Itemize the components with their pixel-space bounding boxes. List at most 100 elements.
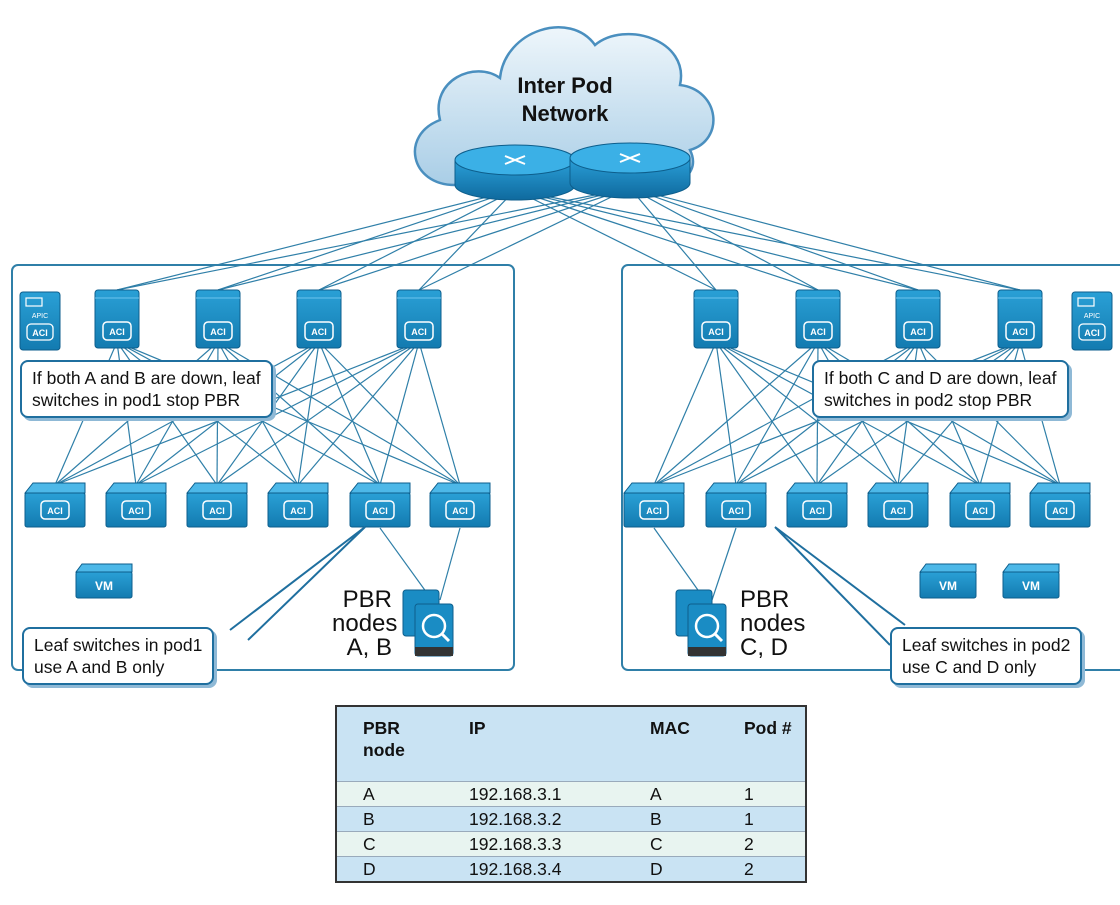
callout-pointer-pod2 — [774, 526, 906, 646]
pod2-frame — [621, 264, 1120, 671]
table-cell: 192.168.3.2 — [443, 806, 624, 832]
aci-label: ACI — [109, 327, 125, 337]
table-cell: A — [624, 781, 718, 807]
aci-label: ACI — [1052, 506, 1068, 516]
cloud-label-line1: Inter Pod — [517, 73, 613, 98]
cloud-label: Inter Pod Network — [480, 72, 650, 128]
callout-text-line: If both C and D are down, leaf — [824, 368, 1057, 388]
pbr-label-line: A, B — [346, 634, 392, 661]
table-cell: 192.168.3.1 — [443, 781, 624, 807]
column-header: PBR node — [336, 706, 443, 782]
leaf-switch: ACI — [866, 482, 929, 528]
aci-label: ACI — [708, 327, 724, 337]
aci-label: ACI — [128, 506, 144, 516]
callout-text-line: Leaf switches in pod1 — [34, 635, 203, 655]
leaf-switch: ACI — [428, 482, 491, 528]
aci-label: ACI — [372, 506, 388, 516]
table-header-row: PBR node IP MAC Pod # — [336, 706, 806, 782]
router-right — [569, 142, 691, 199]
spine-switch: ACI — [296, 289, 342, 349]
cloud-label-line2: Network — [521, 101, 609, 126]
table-cell: 192.168.3.3 — [443, 831, 624, 857]
column-header: IP — [443, 706, 624, 782]
aci-label: ACI — [1012, 327, 1028, 337]
spine-switch: ACI — [895, 289, 941, 349]
table-cell: A — [336, 781, 443, 807]
table-row: B 192.168.3.2 B 1 — [336, 806, 806, 832]
pbr-label-line: PBR — [740, 586, 790, 613]
table-cell: 1 — [718, 781, 806, 807]
pbr-node-table: PBR node IP MAC Pod # A 192.168.3.1 A 1 … — [335, 705, 807, 883]
callout-text-line: switches in pod1 stop PBR — [32, 390, 241, 410]
vm-icon: VM — [75, 563, 133, 599]
table-cell: D — [624, 856, 718, 882]
pod2-failure-callout: If both C and D are down, leaf switches … — [812, 360, 1069, 418]
spine-switch: ACI — [94, 289, 140, 349]
callout-text-line: switches in pod2 stop PBR — [824, 390, 1033, 410]
column-header: Pod # — [718, 706, 806, 782]
spine-switch: ACI — [795, 289, 841, 349]
aci-label: ACI — [411, 327, 427, 337]
pbr-label-line: nodes — [740, 610, 806, 637]
vm-icon: VM — [1002, 563, 1060, 599]
callout-text-line: Leaf switches in pod2 — [902, 635, 1071, 655]
pbr-label-line: PBR — [342, 586, 392, 613]
leaf-switch: ACI — [23, 482, 86, 528]
pod1-pbr-label: PBR nodes A, B — [332, 586, 398, 661]
vm-label: VM — [939, 579, 957, 593]
column-header: MAC — [624, 706, 718, 782]
pbr-firewall-icon-pod2 — [675, 589, 727, 657]
aci-label: ACI — [810, 327, 826, 337]
leaf-switch: ACI — [785, 482, 848, 528]
leaf-switch: ACI — [704, 482, 767, 528]
aci-label: ACI — [890, 506, 906, 516]
spine-switch: ACI — [693, 289, 739, 349]
aci-label: ACI — [646, 506, 662, 516]
table-row: D 192.168.3.4 D 2 — [336, 856, 806, 882]
table-row: C 192.168.3.3 C 2 — [336, 831, 806, 857]
apic-controller: APIC ACI — [19, 291, 61, 351]
pbr-label-line: C, D — [740, 634, 788, 661]
pod2-pbr-label: PBR nodes C, D — [740, 588, 805, 660]
table-cell: 192.168.3.4 — [443, 856, 624, 882]
aci-label: ACI — [47, 506, 63, 516]
vm-label: VM — [95, 579, 113, 593]
leaf-switch: ACI — [948, 482, 1011, 528]
aci-label: ACI — [809, 506, 825, 516]
leaf-switch: ACI — [104, 482, 167, 528]
table-row: A 192.168.3.1 A 1 — [336, 781, 806, 807]
vm-icon: VM — [919, 563, 977, 599]
apic-label: APIC — [1084, 313, 1100, 320]
pod2-leaf-callout: Leaf switches in pod2 use C and D only — [890, 627, 1083, 685]
callout-text-line: If both A and B are down, leaf — [32, 368, 261, 388]
callout-text-line: use C and D only — [902, 657, 1037, 677]
aci-label: ACI — [972, 506, 988, 516]
spine-switch: ACI — [195, 289, 241, 349]
aci-label: ACI — [210, 327, 226, 337]
aci-label: ACI — [32, 328, 48, 338]
leaf-switch: ACI — [622, 482, 685, 528]
apic-label: APIC — [32, 313, 48, 320]
switches: APIC ACI APIC ACI ACI ACI ACI ACI ACI ACI ACI ACI AC… — [19, 289, 1113, 599]
pbr-label-line: nodes — [332, 610, 398, 637]
spine-switch: ACI — [997, 289, 1043, 349]
pbr-firewall-icon-pod1 — [402, 589, 454, 657]
table-cell: 1 — [718, 806, 806, 832]
table-cell: 2 — [718, 831, 806, 857]
pod1-leaf-callout: Leaf switches in pod1 use A and B only — [22, 627, 215, 685]
leaf-switch: ACI — [348, 482, 411, 528]
leaf-switch: ACI — [1028, 482, 1091, 528]
table-cell: 2 — [718, 856, 806, 882]
table-cell: D — [336, 856, 443, 882]
aci-label: ACI — [290, 506, 306, 516]
callout-pointer-pod1 — [229, 526, 366, 641]
leaf-switch: ACI — [266, 482, 329, 528]
apic-controller: APIC ACI — [1071, 291, 1113, 351]
aci-label: ACI — [1084, 328, 1100, 338]
aci-label: ACI — [209, 506, 225, 516]
aci-label: ACI — [728, 506, 744, 516]
vm-label: VM — [1022, 579, 1040, 593]
table-cell: C — [336, 831, 443, 857]
pod1-frame — [11, 264, 515, 671]
spine-switch: ACI — [396, 289, 442, 349]
